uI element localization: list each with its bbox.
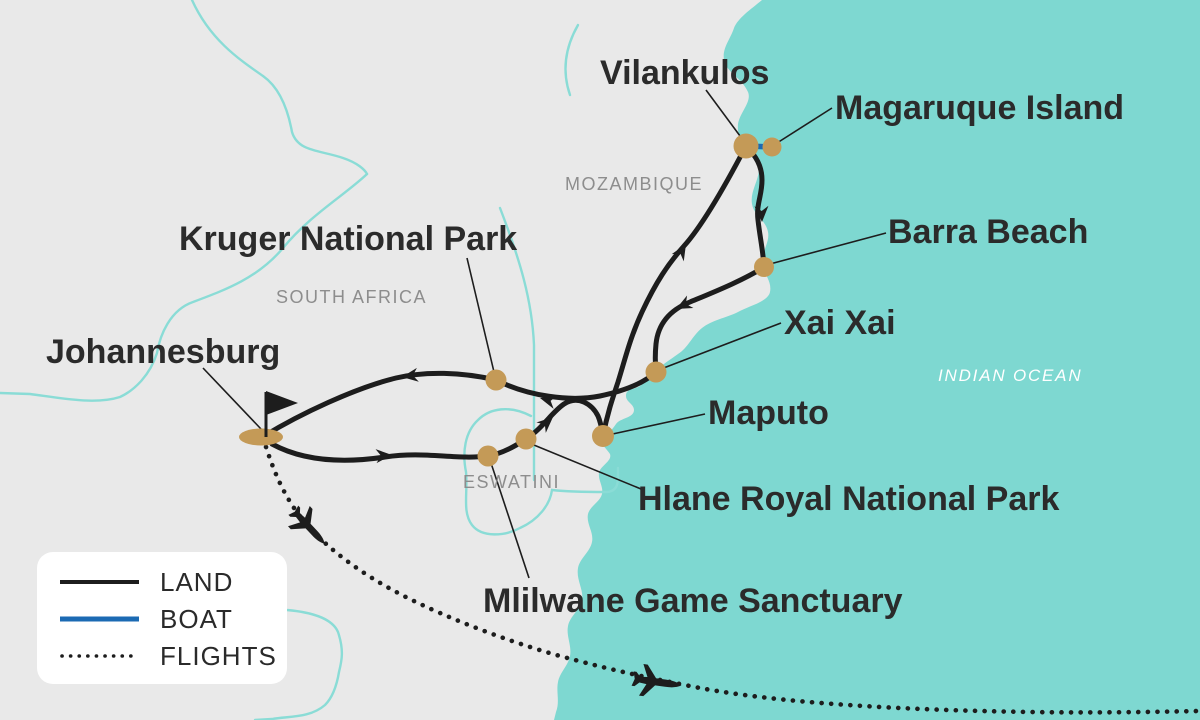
label-pointers bbox=[202, 89, 887, 579]
stop-label-mlilwane: Mlilwane Game Sanctuary bbox=[483, 582, 903, 620]
stop-markers bbox=[239, 133, 782, 467]
airplane-shape bbox=[288, 505, 325, 544]
region-label-eswatini: ESWATINI bbox=[463, 472, 560, 492]
flag-pennant bbox=[266, 391, 298, 415]
pointer-xaixai bbox=[660, 322, 782, 370]
route-vilankulos-barra bbox=[743, 143, 767, 270]
arrow-down-left bbox=[676, 295, 694, 309]
rivers-and-borders bbox=[0, 0, 620, 720]
stop-label-maputo: Maputo bbox=[708, 394, 829, 432]
airplane-shape bbox=[631, 663, 682, 697]
border-eswatini bbox=[463, 408, 620, 536]
pointer-vilankulos bbox=[705, 89, 744, 141]
legend: LAND BOAT FLIGHTS bbox=[37, 552, 287, 684]
airplane-icon bbox=[288, 505, 325, 544]
route-kruger-johannesburg bbox=[261, 370, 499, 439]
marker-vilankulos bbox=[733, 133, 759, 159]
route-johannesburg-mlilwane-hlane bbox=[269, 436, 529, 463]
pointer-mlilwane bbox=[489, 459, 530, 579]
arrow-down bbox=[754, 205, 769, 222]
region-label-south-africa: SOUTH AFRICA bbox=[276, 287, 427, 307]
pointer-maputo bbox=[607, 413, 706, 436]
marker-mlilwane bbox=[477, 445, 499, 467]
pointer-johannesburg bbox=[202, 367, 262, 430]
pointer-hlane bbox=[528, 442, 642, 490]
arrow-up-right bbox=[671, 244, 686, 262]
route-xaixai-kruger bbox=[493, 369, 659, 401]
stop-label-hlane: Hlane Royal National Park bbox=[638, 480, 1059, 518]
border-kruger bbox=[498, 206, 536, 482]
river-west bbox=[0, 172, 369, 402]
marker-maputo bbox=[592, 425, 614, 447]
route-arrows bbox=[375, 205, 769, 464]
pointer-barra bbox=[769, 232, 887, 265]
marker-barra bbox=[754, 257, 774, 277]
arrow-up-right bbox=[536, 417, 553, 433]
pointer-kruger bbox=[466, 257, 495, 373]
arrow-left bbox=[402, 367, 419, 382]
route-barra-xaixai bbox=[652, 264, 767, 375]
legend-label-boat: BOAT bbox=[160, 604, 233, 634]
marker-kruger bbox=[485, 369, 507, 391]
stop-label-kruger: Kruger National Park bbox=[179, 220, 517, 258]
marker-johannesburg bbox=[239, 428, 283, 446]
marker-magaruque bbox=[762, 137, 782, 157]
stop-label-barra: Barra Beach bbox=[888, 213, 1088, 251]
pointer-magaruque bbox=[776, 107, 833, 144]
stop-label-vilankulos: Vilankulos bbox=[600, 54, 769, 92]
stop-label-johannesburg: Johannesburg bbox=[46, 333, 280, 371]
arrow-right bbox=[375, 449, 392, 464]
indian-ocean-area bbox=[554, 0, 1200, 720]
legend-label-land: LAND bbox=[160, 567, 233, 597]
arrow-left bbox=[540, 395, 558, 409]
legend-label-flights: FLIGHTS bbox=[160, 641, 277, 671]
start-flag-icon bbox=[264, 391, 298, 437]
stop-label-magaruque: Magaruque Island bbox=[835, 89, 1124, 127]
marker-xaixai bbox=[645, 361, 667, 383]
marker-hlane bbox=[515, 428, 537, 450]
airplane-icon bbox=[631, 663, 682, 697]
region-label-mozambique: MOZAMBIQUE bbox=[565, 174, 703, 194]
region-label-indian-ocean: INDIAN OCEAN bbox=[938, 366, 1082, 385]
stop-label-xaixai: Xai Xai bbox=[784, 304, 896, 342]
river-north bbox=[190, 0, 369, 176]
legend-panel bbox=[37, 552, 287, 684]
river-mozambique bbox=[564, 23, 580, 97]
